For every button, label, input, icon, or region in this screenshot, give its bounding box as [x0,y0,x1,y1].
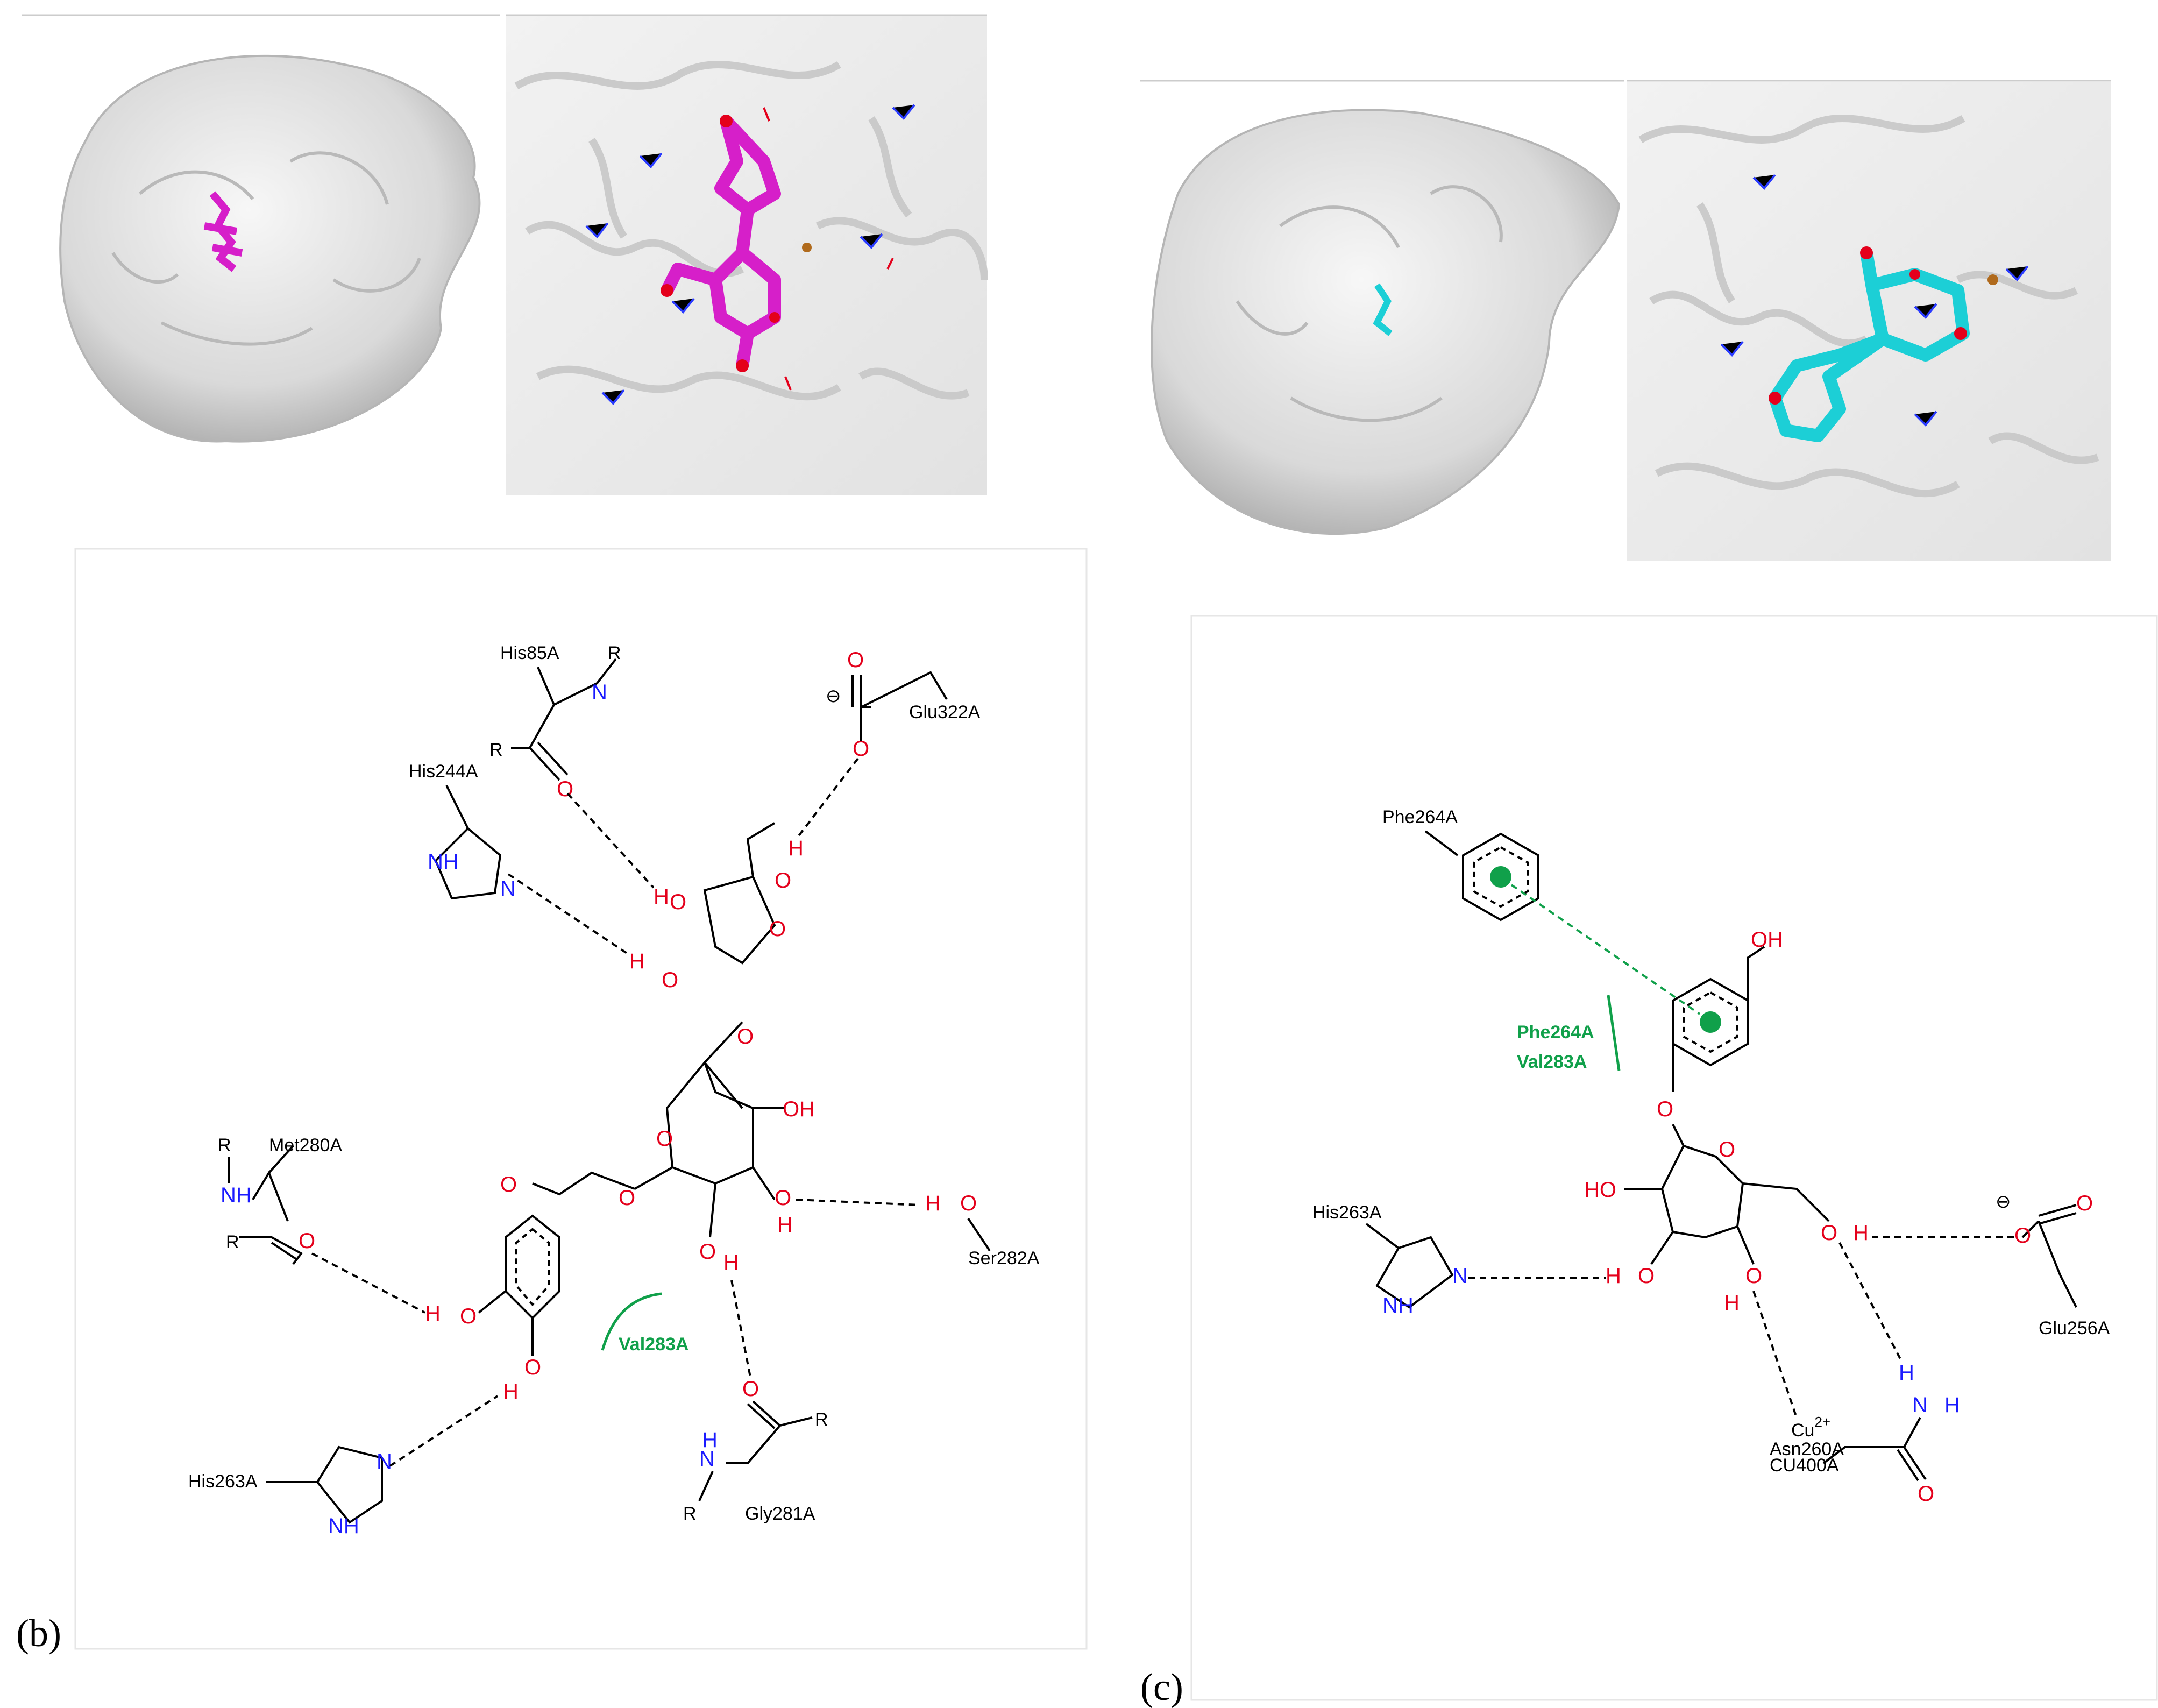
hbond-his263-b [389,1395,499,1467]
res-his263-c: His263A [1312,1202,1382,1223]
furanose-o1: O [670,890,686,914]
met280-nh: NH [221,1183,252,1207]
met280-r2: R [226,1232,239,1252]
res-glu322: Glu322A [909,702,981,722]
pi-centroid-phe264 [1490,866,1511,888]
gly281-r2: R [683,1504,697,1524]
hbond-his85 [566,792,655,889]
panel-b-diagram: O O ⊖ Glu322A His85A N R R O His244A NH … [16,548,1088,1655]
res-cu400: CU400A [1770,1455,1839,1476]
his263-c-nh: NH [1382,1294,1414,1317]
pyranose-ring-o: O [656,1127,673,1151]
glycoside-o-left: O [619,1186,635,1210]
pyranose-c-h-left: H [1606,1264,1621,1288]
res-his263-b: His263A [188,1471,258,1492]
hbond-glu322 [795,757,859,840]
his244-nh: NH [428,850,459,874]
res-asn260: Asn260A [1770,1439,1844,1459]
pyranose-h-low: H [723,1251,739,1274]
furanose-ch2-o: O [775,869,791,892]
furanose-o2: O [662,968,678,992]
render-b-surface [22,14,500,443]
gly281-r1: R [815,1409,828,1430]
res-met280: Met280A [269,1135,342,1156]
pi-stack-phe264 [1510,884,1701,1015]
phenyl-o-upper: O [460,1305,477,1328]
glu322-carboxylate-o: O [853,737,869,761]
hbond-his244 [507,873,630,956]
pyranose-c-ho: HO [1584,1178,1616,1202]
hydrophobic-val283: Val283A [619,1334,688,1355]
pyranose-h-mid: H [777,1213,793,1237]
his244-n: N [500,877,516,901]
pyranose-oh-top: OH [783,1097,815,1121]
his85-r: R [608,643,621,663]
pyranose-c-ring-o: O [1719,1138,1735,1161]
cu-ion: Cu2+ [1791,1414,1830,1441]
res-phe264: Phe264A [1382,807,1458,827]
hbond-gly281 [730,1280,751,1378]
methoxy-o: O [500,1173,517,1196]
asn260-o: O [1918,1482,1934,1506]
res-ser282: Ser282A [968,1248,1040,1268]
ser282-h: H [925,1192,941,1215]
panel-c-letter: (c) [1140,1666,1183,1708]
hydrophobic-val283-c: Val283A [1517,1052,1587,1072]
pyranose-c-o-right: O [1745,1264,1762,1288]
phenol-oh: OH [1751,928,1783,952]
phenyl-h-lower: H [503,1380,519,1404]
phenyl-h-upper: H [425,1302,441,1326]
gly281-o: O [742,1377,759,1401]
asn260-h-top: H [1899,1361,1914,1385]
glu256-o1: O [2076,1192,2093,1215]
furanose-h2: H [629,949,645,973]
render-c-ribbon [1627,80,2111,561]
hbond-met280 [311,1252,425,1314]
glu322-carbonyl-o: O [847,648,864,672]
glu322-partner-h: H [788,837,804,860]
his85-r2: R [489,740,503,760]
pyranose-c-o-left: O [1638,1264,1655,1288]
phenol-ether-o: O [1657,1097,1673,1121]
met280-r1: R [218,1135,231,1156]
gly281-h: H [702,1428,718,1452]
asn260-h-right: H [1944,1393,1960,1417]
hbond-ser282 [796,1199,920,1206]
hydrophobic-phe264: Phe264A [1517,1022,1594,1043]
glu256-charge-icon: ⊖ [1996,1192,2011,1212]
res-glu256: Glu256A [2039,1318,2110,1338]
ch2oh-h: H [1853,1221,1869,1245]
gly281-n: N [699,1447,715,1471]
pyranose-o-mid: O [775,1186,791,1210]
glu256-o2: O [2014,1224,2031,1248]
render-b-ribbon [506,14,988,495]
his85-nh: N [592,681,607,704]
ch2oh-o: O [1821,1221,1837,1245]
phenyl-o-lower: O [524,1356,541,1379]
ser282-o: O [960,1192,977,1215]
his263-b-n: N [377,1450,392,1473]
glycosidic-o: O [737,1025,754,1048]
res-gly281: Gly281A [745,1504,815,1524]
met280-o: O [299,1229,315,1253]
furanose-h1: H [654,885,669,909]
his263-b-nh: NH [328,1514,359,1538]
panel-c-diagram: Phe264A OH O Phe264A Val283A O HO O H O … [1140,615,2158,1708]
ligand-b-in-surface [203,191,243,272]
render-c-surface [1140,80,1624,535]
his263-c-n: N [1452,1264,1468,1288]
glu322-charge-icon: ⊖ [826,686,841,706]
pyranose-o-low: O [699,1240,716,1264]
asn260-n: N [1912,1393,1928,1417]
pyranose-c-h-right: H [1724,1291,1740,1315]
res-his85: His85A [500,643,559,663]
panel-b-letter: (b) [16,1612,61,1655]
furanose-ring-o: O [769,917,786,941]
res-his244: His244A [409,761,478,782]
pi-centroid-ligand [1700,1011,1721,1033]
